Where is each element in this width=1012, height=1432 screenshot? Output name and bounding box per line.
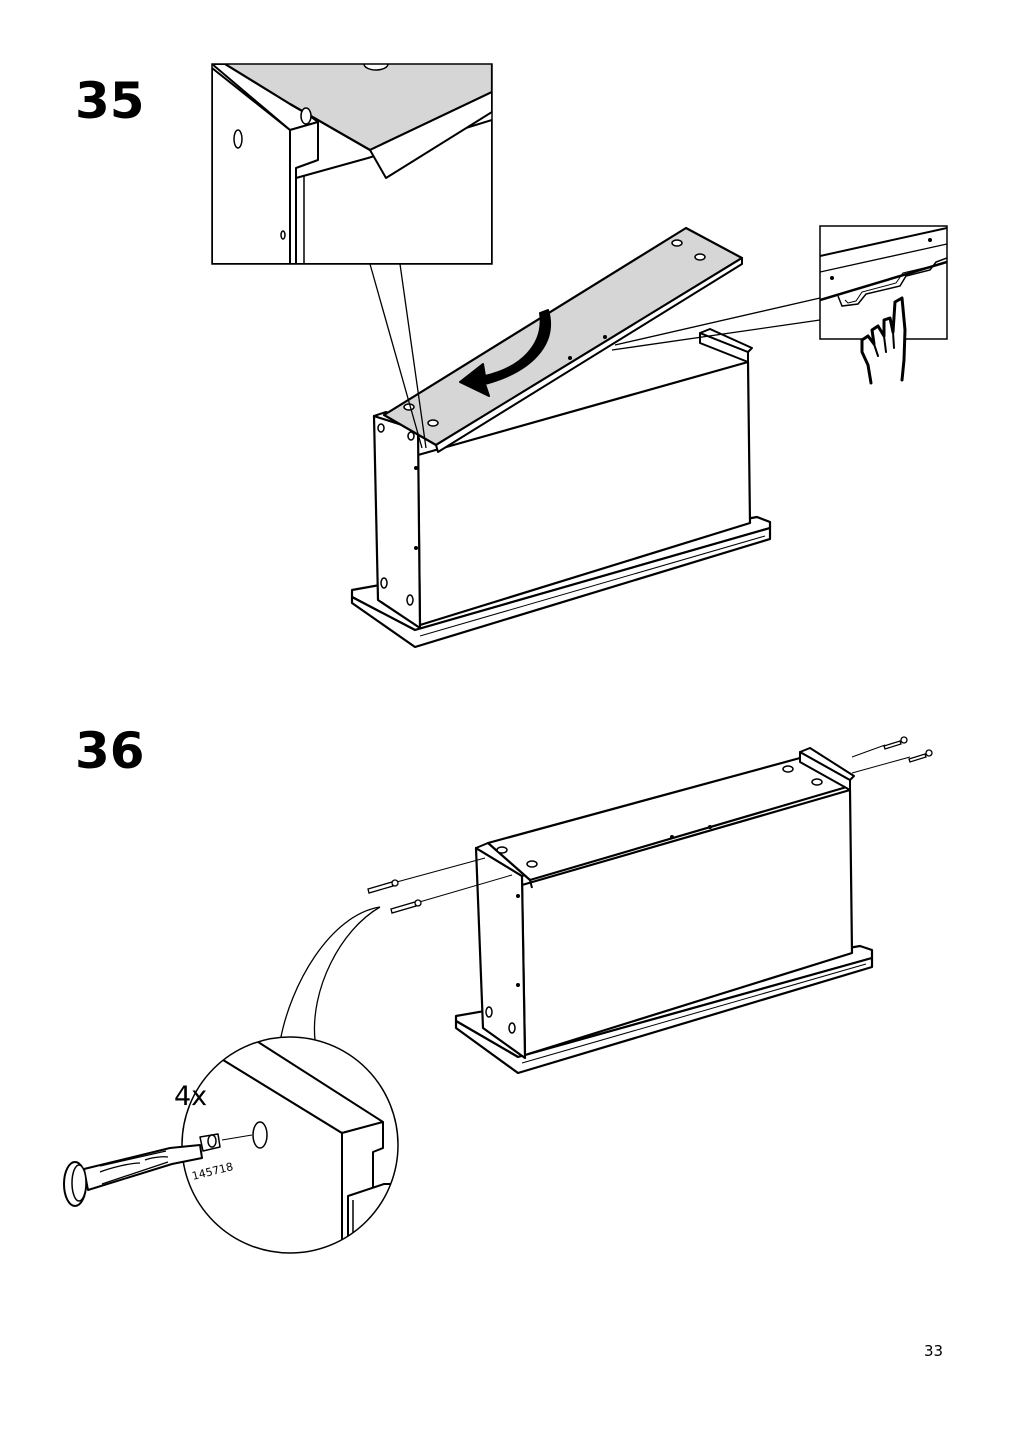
mallet-tool-icon [63,1144,203,1207]
magnifier-connector [279,906,381,1043]
callout-lines [369,263,821,449]
step-number-35: 35 [75,72,145,130]
rotate-arrow-icon [459,309,551,397]
finger-push-icon [860,296,907,385]
page-number: 33 [924,1342,944,1360]
detail-inset-top-left [211,63,493,265]
step-number-36: 36 [75,722,145,780]
dowel-insertion-lines [392,744,911,904]
step35-cabinet [350,328,772,649]
dowel-icon [367,736,933,914]
detail-circle-dowel [181,1036,399,1254]
fitting-quantity: 4x [174,1081,207,1112]
step36-cabinet [454,747,874,1075]
detail-inset-top-right [819,225,948,385]
